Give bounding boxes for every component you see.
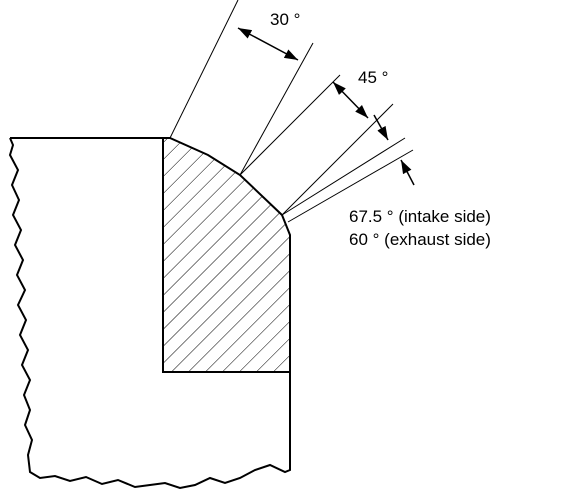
seat-note-exhaust: 60 ° (exhaust side): [349, 230, 491, 249]
seat-note-intake: 67.5 ° (intake side): [349, 207, 491, 226]
extension-lines: [169, 0, 414, 223]
dim-67-arrow-top: [373, 114, 389, 141]
valve-seat-insert: [162, 137, 291, 373]
dim-67-arrow-bottom: [400, 159, 415, 186]
cylinder-head-outline: [8, 137, 291, 490]
dimension-arrows: [237, 27, 415, 186]
angle-label-45: 45 °: [358, 68, 388, 87]
dim-45-arrow: [332, 81, 369, 119]
dim-30-arrow: [237, 27, 299, 61]
angle-label-30: 30 °: [270, 10, 300, 29]
